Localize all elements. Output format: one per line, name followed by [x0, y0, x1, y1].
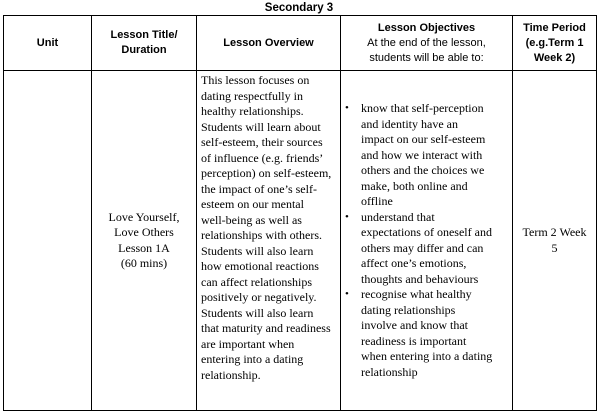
- overview-line: healthy relationships.: [201, 104, 304, 118]
- objective-line: others may differ and can: [361, 240, 484, 255]
- period-line: 5: [551, 240, 558, 255]
- overview-line: of influence (e.g. friends’: [201, 150, 324, 165]
- overview-line: that maturity and readiness: [201, 321, 331, 335]
- cell-time-period: Term 2 Week 5: [512, 70, 597, 411]
- header-lesson-overview: Lesson Overview: [196, 15, 341, 71]
- objective-line: offline: [361, 194, 393, 208]
- objective-line: involve and know that: [361, 318, 468, 332]
- overview-line: relationship.: [201, 367, 261, 382]
- objective-line: when entering into a dating: [361, 349, 493, 363]
- title-line: Love Others: [114, 225, 174, 239]
- overview-line: how emotional reactions: [201, 259, 319, 273]
- objective-line: expectations of oneself and: [361, 225, 492, 239]
- overview-line: dating respectfully in: [201, 88, 303, 103]
- objective-line: make, both online and: [361, 178, 468, 193]
- header-period-line: Time Period: [523, 21, 586, 34]
- header-period-line: Week 2): [533, 51, 576, 64]
- overview-line: relationships with others.: [201, 228, 322, 242]
- overview-line: This lesson focuses on: [201, 73, 310, 87]
- objective-line: and identity have an: [361, 116, 458, 131]
- objective-line: know that self-perception: [361, 101, 484, 115]
- cell-lesson-overview: This lesson focuses on dating respectful…: [196, 70, 341, 411]
- objective-line: recognise what healthy: [361, 287, 472, 301]
- overview-line: self-esteem, their sources: [201, 135, 323, 149]
- objective-line: understand that: [361, 209, 435, 224]
- objective-line: thoughts and behaviours: [361, 271, 479, 286]
- header-period-line: (e.g.Term 1: [525, 36, 584, 49]
- header-unit-label: Unit: [36, 36, 59, 49]
- overview-line: positively or negatively.: [201, 290, 317, 304]
- title-line: (60 mins): [120, 256, 168, 270]
- header-objectives-line: At the end of the lesson,: [367, 36, 486, 49]
- header-lesson-objectives: Lesson Objectives At the end of the less…: [340, 15, 513, 71]
- objective-line: relationship: [361, 364, 418, 379]
- overview-line: entering into a dating: [201, 352, 304, 366]
- header-overview-label: Lesson Overview: [223, 36, 314, 49]
- objective-line: affect one’s emotions,: [361, 256, 467, 270]
- bullet-icon: •: [345, 102, 349, 114]
- overview-line: are important when: [201, 336, 295, 351]
- cell-lesson-title: Love Yourself, Love Others Lesson 1A (60…: [91, 70, 197, 411]
- overview-line: well-being as well as: [201, 212, 302, 227]
- header-time-period: Time Period (e.g.Term 1 Week 2): [512, 15, 597, 71]
- title-line: Love Yourself,: [108, 209, 180, 224]
- header-title-line: Lesson Title/: [110, 29, 178, 41]
- header-title-line: Duration: [121, 44, 167, 56]
- list-item: • know that self-perception and identity…: [341, 101, 509, 210]
- header-objectives-line: students will be able to:: [369, 51, 484, 64]
- objective-line: impact on our self-esteem: [361, 132, 486, 146]
- bullet-icon: •: [345, 210, 349, 223]
- overview-line: the impact of one’s self-: [201, 181, 317, 196]
- period-line: Term 2 Week: [522, 225, 587, 239]
- bullet-icon: •: [345, 288, 349, 300]
- overview-line: Students will learn about: [201, 119, 321, 134]
- header-unit: Unit: [3, 15, 92, 71]
- header-row: Unit Lesson Title/ Duration Lesson Overv…: [3, 15, 597, 71]
- overview-line: perception) on self-esteem,: [201, 166, 332, 180]
- overview-line: esteem on our mental: [201, 197, 304, 211]
- list-item: • recognise what healthy dating relation…: [341, 287, 509, 380]
- overview-line: can affect relationships: [201, 274, 313, 289]
- list-item: • understand that expectations of onesel…: [341, 210, 509, 288]
- lesson-plan-table: Unit Lesson Title/ Duration Lesson Overv…: [3, 15, 597, 411]
- header-objectives-line: Lesson Objectives: [377, 21, 476, 34]
- table-row: Love Yourself, Love Others Lesson 1A (60…: [3, 70, 597, 411]
- overview-line: Students will also learn: [201, 305, 314, 320]
- table-caption: Secondary 3: [264, 2, 334, 14]
- cell-unit: [3, 70, 92, 411]
- title-line: Lesson 1A: [118, 240, 170, 255]
- overview-line: Students will also learn: [201, 243, 314, 258]
- objective-line: and how we interact with: [361, 147, 483, 162]
- cell-lesson-objectives: • know that self-perception and identity…: [340, 70, 513, 411]
- objective-line: dating relationships: [361, 302, 456, 317]
- objectives-list: • know that self-perception and identity…: [341, 101, 509, 380]
- objective-line: readiness is important: [361, 333, 467, 348]
- objective-line: others and the choices we: [361, 163, 485, 177]
- header-lesson-title: Lesson Title/ Duration: [91, 15, 197, 71]
